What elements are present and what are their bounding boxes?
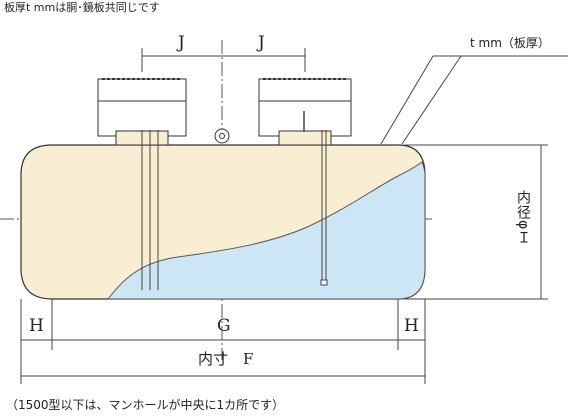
thickness-label: t mm（板厚） <box>470 36 550 50</box>
thickness-leader-left <box>380 55 434 145</box>
lifting-lug-hole <box>219 133 225 139</box>
right-manhole-neck <box>278 130 332 146</box>
plate-thickness-note: 板厚t mmは胴･鏡板共同じです <box>4 1 160 14</box>
thickness-leader-right <box>401 55 462 145</box>
left-manhole-cover <box>97 78 187 102</box>
right-manhole-cover <box>258 78 352 102</box>
h-left-label: H <box>29 316 44 336</box>
right-level-float <box>320 279 328 286</box>
h-right-label: H <box>404 316 419 336</box>
liquid-region <box>106 161 426 300</box>
j-right-label: J <box>258 33 265 53</box>
inner-diameter-label: 内径φＩ <box>515 190 531 246</box>
right-manhole <box>258 78 352 286</box>
left-manhole <box>97 78 187 290</box>
manhole-note: （1500型以下は、マンホールが中央に1カ所です） <box>6 398 285 412</box>
j-left-label: J <box>178 33 185 53</box>
inner-length-label: 内寸 F <box>198 350 254 368</box>
right-manhole-housing <box>258 100 352 137</box>
left-manhole-housing <box>97 100 187 137</box>
lifting-lug <box>214 128 230 144</box>
g-label: G <box>217 316 231 336</box>
